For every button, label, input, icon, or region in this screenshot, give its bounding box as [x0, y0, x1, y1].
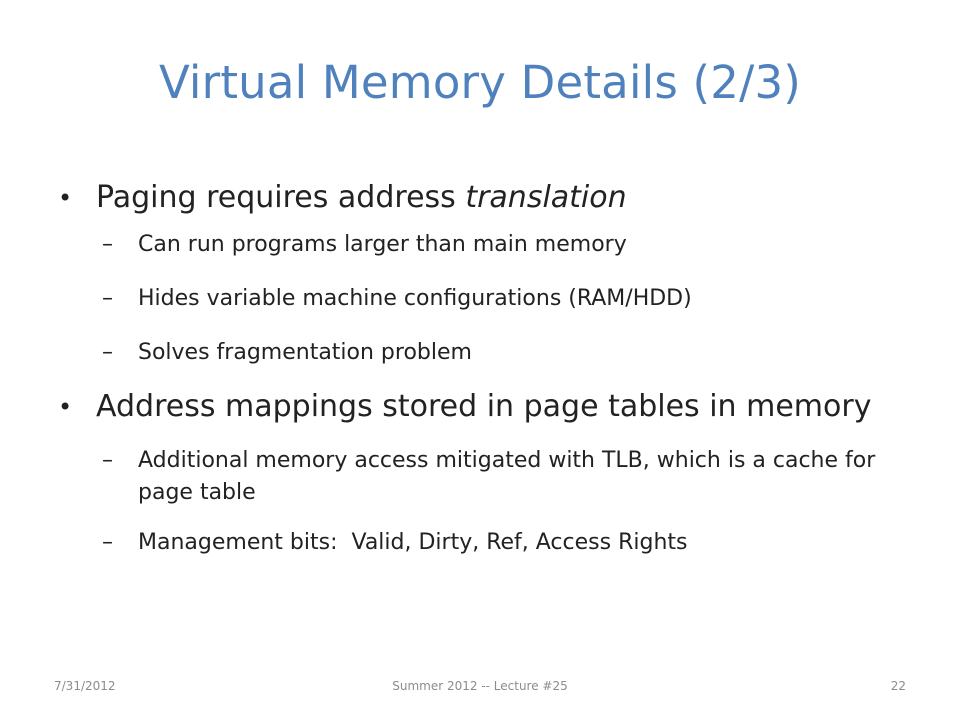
sub-bullet-tlb-text: Additional memory access mitigated with … [138, 448, 876, 505]
bullet-paging-italic: translation [465, 180, 627, 215]
sub-bullet-programs-text: Can run programs larger than main memory [138, 232, 627, 257]
sub-bullet-fragmentation: – Solves fragmentation problem [58, 337, 918, 369]
bullet-paging-text: Paging requires address [96, 180, 466, 215]
slide-title: Virtual Memory Details (2/3) [158, 56, 802, 109]
sub-bullet-fragmentation-text: Solves fragmentation problem [138, 340, 472, 365]
sub-bullet-hides-text: Hides variable machine configurations (R… [138, 286, 692, 311]
bullet-paging: • Paging requires address translation [58, 178, 918, 218]
dash-glyph: – [102, 232, 113, 257]
sub-bullet-management: – Management bits: Valid, Dirty, Ref, Ac… [58, 527, 918, 559]
sub-bullet-programs: – Can run programs larger than main memo… [58, 229, 918, 261]
dash-glyph: – [102, 286, 113, 311]
dash-glyph: – [102, 340, 113, 365]
footer-lecture: Summer 2012 -- Lecture #25 [392, 679, 568, 693]
footer-date: 7/31/2012 [54, 679, 116, 693]
dash-glyph: – [102, 530, 113, 555]
sub-bullet-hides: – Hides variable machine configurations … [58, 283, 918, 315]
bullet-mappings-text: Address mappings stored in page tables i… [96, 389, 872, 424]
slide-body: • Paging requires address translation – … [58, 178, 918, 559]
sub-bullet-management-text: Management bits: Valid, Dirty, Ref, Acce… [138, 530, 688, 555]
dash-glyph: – [102, 448, 113, 473]
sub-bullet-tlb: – Additional memory access mitigated wit… [58, 445, 918, 509]
bullet-mappings: • Address mappings stored in page tables… [58, 387, 918, 427]
bullet-glyph: • [58, 184, 73, 212]
footer-page-number: 22 [890, 679, 906, 693]
bullet-glyph: • [58, 393, 73, 421]
